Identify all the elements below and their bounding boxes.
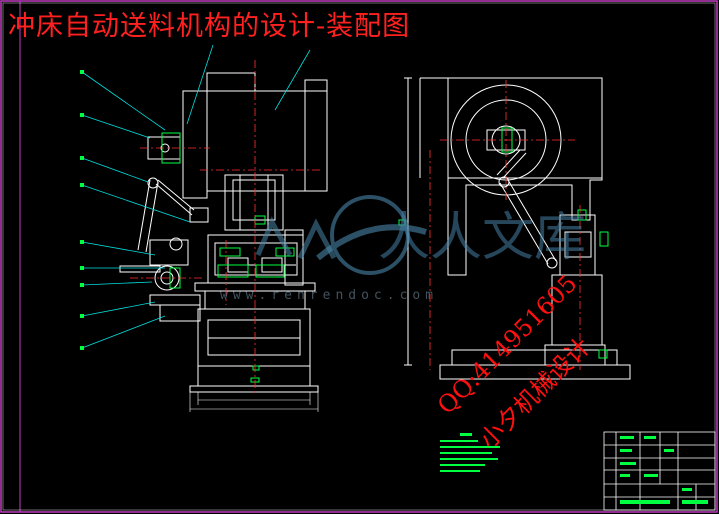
- front-view-centerlines: [130, 60, 320, 395]
- watermark-url-text: www.renrendoc.com: [220, 288, 439, 303]
- title-block: [603, 431, 716, 511]
- title-block-text: [620, 436, 708, 504]
- side-view-centerlines: [429, 80, 581, 370]
- watermark-chinese-text: 人人文库: [378, 208, 587, 268]
- leader-dots: [80, 70, 84, 350]
- watermark-people-icon: [255, 216, 337, 260]
- technical-notes: [440, 433, 500, 472]
- front-view: [119, 72, 328, 393]
- side-view-details: [398, 127, 609, 359]
- leader-lines: [81, 44, 311, 349]
- front-view-dimensions: [189, 392, 319, 412]
- drawing-title: 冲床自动送料机构的设计-装配图: [8, 11, 411, 42]
